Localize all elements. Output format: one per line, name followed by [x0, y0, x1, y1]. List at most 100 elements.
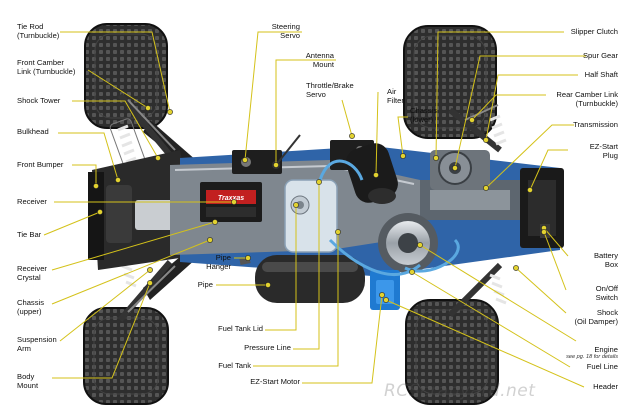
- label-slipper-clutch: Slipper Clutch: [570, 27, 618, 36]
- leader-steering-servo: [244, 31, 302, 161]
- leader-dot-header: [383, 297, 389, 303]
- label-fuel-tank-lid: Fuel Tank Lid: [217, 324, 263, 333]
- label-tie-bar: Tie Bar: [17, 230, 42, 239]
- leader-bulkhead: [58, 132, 119, 181]
- leader-dot-bulkhead: [115, 177, 121, 183]
- leader-spur-gear: [454, 55, 586, 169]
- label-chassis-lower: Chassis (lower): [410, 106, 438, 124]
- label-fuel-tank: Fuel Tank: [218, 361, 251, 370]
- leader-dot-fuel-line: [409, 269, 415, 275]
- label-on-off-switch: On/Off Switch: [595, 284, 618, 302]
- leader-battery-box: [543, 227, 569, 257]
- leader-dot-on-off-switch: [541, 229, 547, 235]
- label-receiver-crystal: Receiver Crystal: [17, 264, 47, 282]
- leader-fuel-tank-lid: [265, 205, 297, 331]
- leader-body-mount: [52, 282, 151, 379]
- leader-dot-air-filter: [373, 172, 379, 178]
- label-fuel-line: Fuel Line: [586, 362, 618, 371]
- label-body-mount: Body Mount: [17, 372, 39, 390]
- rear-right-tire: [405, 299, 499, 405]
- leader-dot-receiver: [231, 199, 237, 205]
- label-ez-start-motor: EZ-Start Motor: [250, 377, 300, 386]
- leader-shock: [515, 267, 567, 314]
- label-pipe: Pipe: [197, 280, 213, 289]
- label-front-bumper: Front Bumper: [17, 160, 64, 169]
- label-air-filter: Air Filter: [387, 87, 404, 105]
- leader-chassis-upper: [51, 239, 211, 305]
- leader-front-bumper: [72, 164, 97, 186]
- label-throttle-brake-servo: Throttle/Brake Servo: [306, 81, 354, 99]
- front-right-tire: [83, 307, 169, 405]
- leader-header: [385, 299, 585, 388]
- leader-dot-pressure-line: [316, 179, 322, 185]
- leader-dot-chassis-upper: [207, 237, 213, 243]
- rear-left-tire: [403, 25, 497, 139]
- leader-dot-ez-start-motor: [379, 292, 385, 298]
- leader-suspension-arm: [59, 269, 151, 342]
- label-chassis-upper: Chassis (upper): [17, 298, 45, 316]
- leader-front-camber-link: [87, 69, 149, 109]
- leader-on-off-switch: [543, 231, 567, 291]
- leader-dot-tie-bar: [97, 209, 103, 215]
- leader-shock-tower: [72, 100, 159, 159]
- label-spur-gear: Spur Gear: [582, 51, 618, 60]
- leader-dot-transmission: [483, 185, 489, 191]
- leader-dot-shock: [513, 265, 519, 271]
- engine: [370, 213, 438, 310]
- label-shock: Shock (Oil Damper): [574, 308, 618, 326]
- label-ez-start-plug: EZ-Start Plug: [589, 142, 618, 160]
- label-receiver: Receiver: [17, 197, 47, 206]
- label-header: Header: [593, 382, 618, 391]
- leader-dot-fuel-tank-lid: [293, 202, 299, 208]
- leader-tie-bar: [43, 211, 101, 236]
- leader-slipper-clutch: [435, 31, 564, 159]
- leader-fuel-tank: [253, 232, 339, 367]
- watermark: RCScrapyard.net: [384, 381, 536, 401]
- leader-dot-receiver-crystal: [212, 219, 218, 225]
- label-pipe-hanger: Pipe Hanger: [206, 253, 231, 271]
- leader-ez-start-plug: [529, 149, 568, 191]
- label-engine-note: see pg. 18 for details: [566, 354, 618, 361]
- leader-transmission: [485, 124, 574, 189]
- label-front-camber-link: Front Camber Link (Turnbuckle): [17, 58, 76, 76]
- leader-receiver-crystal: [51, 221, 216, 271]
- label-rear-camber-link: Rear Camber Link (Turnbuckle): [556, 90, 618, 108]
- label-bulkhead: Bulkhead: [17, 127, 49, 136]
- leader-dot-pipe-hanger: [245, 255, 251, 261]
- leader-dot-steering-servo: [242, 157, 248, 163]
- label-shock-tower: Shock Tower: [17, 96, 61, 105]
- label-suspension-arm: Suspension Arm: [17, 335, 57, 353]
- leader-dot-spur-gear: [452, 165, 458, 171]
- leader-dot-fuel-tank: [335, 229, 341, 235]
- label-half-shaft: Half Shaft: [584, 70, 618, 79]
- leader-dot-front-bumper: [93, 183, 99, 189]
- leader-dot-chassis-lower: [400, 153, 406, 159]
- front-left-tire: [84, 23, 168, 129]
- leader-ez-start-motor: [302, 294, 383, 384]
- label-engine-group: Engine see pg. 18 for details: [566, 337, 618, 369]
- air-filter: [346, 143, 398, 204]
- label-engine: Engine: [594, 344, 618, 354]
- leader-dot-front-camber-link: [145, 105, 151, 111]
- leader-dot-tie-rod: [167, 109, 173, 115]
- leader-dot-shock-tower: [155, 155, 161, 161]
- leader-rear-camber-link: [471, 94, 546, 121]
- leader-dot-antenna-mount: [273, 162, 279, 168]
- label-tie-rod: Tie Rod (Turnbuckle): [17, 22, 60, 40]
- leader-throttle-brake-servo: [341, 99, 353, 137]
- leader-lines: [43, 31, 586, 388]
- label-pressure-line: Pressure Line: [244, 343, 291, 352]
- leader-air-filter: [375, 91, 379, 176]
- leader-dots: [93, 105, 547, 303]
- leader-antenna-mount: [275, 59, 336, 165]
- leader-chassis-lower: [397, 116, 408, 157]
- label-antenna-mount: Antenna Mount: [305, 51, 334, 69]
- leader-dot-throttle-brake-servo: [349, 133, 355, 139]
- label-transmission: Transmission: [573, 120, 618, 129]
- leader-fuel-line: [411, 271, 571, 368]
- leader-half-shaft: [485, 74, 578, 141]
- leader-dot-body-mount: [147, 280, 153, 286]
- leader-dot-suspension-arm: [147, 267, 153, 273]
- receiver-brand-text: Traxxas: [218, 195, 244, 202]
